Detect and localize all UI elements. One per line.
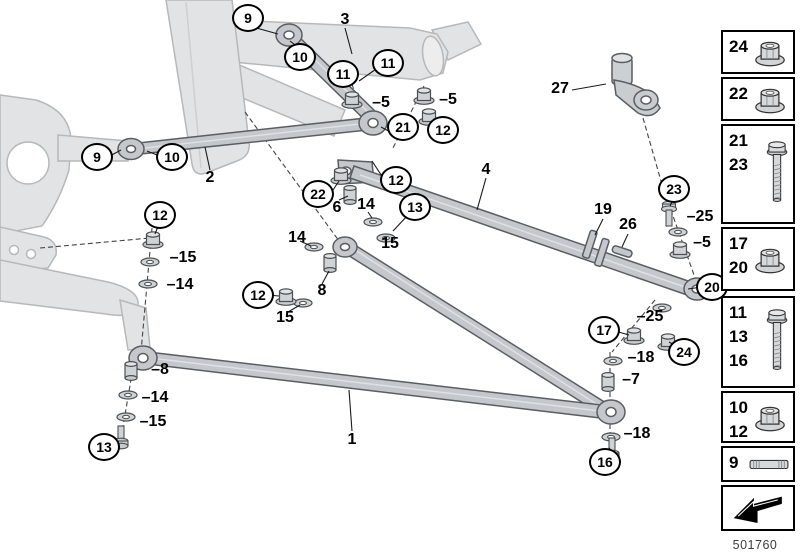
callout-4[interactable]: 4 [481, 161, 491, 178]
callout-24[interactable]: 24 [668, 338, 700, 366]
callout-10[interactable]: 10 [284, 43, 316, 71]
callout-13[interactable]: 13 [399, 193, 431, 221]
callout-21[interactable]: 21 [387, 113, 419, 141]
callout-23[interactable]: 23 [658, 175, 690, 203]
callout-15[interactable]: 15 [381, 235, 399, 252]
callout-7[interactable]: –7 [622, 371, 640, 388]
legend-box-labels: 24 [729, 37, 748, 56]
callout-14[interactable]: –14 [166, 276, 194, 293]
callout-25[interactable]: –25 [686, 208, 714, 225]
callout-14[interactable]: 14 [288, 229, 306, 246]
direction-arrow-icon [731, 490, 785, 526]
diagram-number: 501760 [732, 538, 778, 552]
bolt-icon [764, 139, 790, 209]
callout-12[interactable]: 12 [427, 116, 459, 144]
callout-15[interactable]: –15 [139, 413, 167, 430]
callout-9[interactable]: 9 [81, 143, 113, 171]
flange-nut-icon [750, 36, 790, 68]
callout-14[interactable]: 14 [357, 196, 375, 213]
stud-icon [748, 455, 790, 473]
flange-nut-icon [750, 83, 790, 115]
callout-2[interactable]: 2 [205, 169, 215, 186]
callout-22[interactable]: 22 [302, 180, 334, 208]
callout-3[interactable]: 3 [340, 11, 350, 28]
callout-15[interactable]: 15 [276, 309, 294, 326]
callout-5[interactable]: –5 [372, 94, 390, 111]
callout-5[interactable]: –5 [693, 234, 711, 251]
callout-6[interactable]: 6 [332, 199, 342, 216]
callout-12[interactable]: 12 [380, 166, 412, 194]
callout-18[interactable]: –18 [627, 349, 655, 366]
legend-box-labels: 22 [729, 84, 748, 103]
callout-11[interactable]: 11 [372, 49, 404, 77]
callout-16[interactable]: 16 [589, 448, 621, 476]
callout-9[interactable]: 9 [232, 4, 264, 32]
frame-background [0, 0, 483, 351]
callout-12[interactable]: 12 [242, 281, 274, 309]
callout-13[interactable]: 13 [88, 433, 120, 461]
callout-17[interactable]: 17 [588, 316, 620, 344]
flange-nut-icon [750, 243, 790, 275]
callout-1[interactable]: 1 [347, 431, 357, 448]
callout-15[interactable]: –15 [169, 249, 197, 266]
callout-10[interactable]: 10 [156, 143, 188, 171]
legend-box-22[interactable]: 22 [721, 77, 795, 121]
legend-box-9[interactable]: 9 [721, 446, 795, 482]
callout-18[interactable]: –18 [623, 425, 651, 442]
bolt-icon [764, 307, 790, 377]
flange-nut-icon [750, 401, 790, 433]
callout-14[interactable]: –14 [141, 389, 169, 406]
part-27-bracket [611, 52, 661, 117]
callout-25[interactable]: –25 [636, 308, 664, 325]
callout-5[interactable]: –5 [439, 91, 457, 108]
callout-19[interactable]: 19 [594, 201, 612, 218]
callout-12[interactable]: 12 [144, 201, 176, 229]
callout-11[interactable]: 11 [327, 60, 359, 88]
legend-box-labels: 9 [729, 453, 739, 472]
callout-27[interactable]: 27 [551, 80, 569, 97]
callout-8[interactable]: –8 [151, 361, 169, 378]
legend-box-direction-arrow[interactable] [721, 485, 795, 531]
callout-26[interactable]: 26 [619, 216, 637, 233]
legend-box-24[interactable]: 24 [721, 30, 795, 74]
callout-8[interactable]: 8 [317, 282, 327, 299]
